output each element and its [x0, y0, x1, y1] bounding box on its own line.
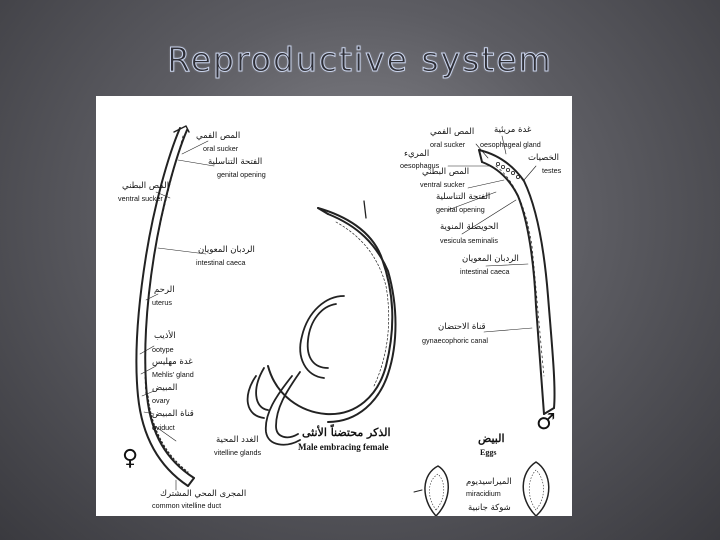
male-oesophageal-gland-en: oesophageal gland: [480, 141, 541, 148]
slide-title: Reproductive system: [0, 40, 720, 79]
eggs-lateral-spine-ar: شوكة جانبية: [468, 504, 511, 513]
male-testes-en: testes: [542, 167, 561, 174]
female-oral-sucker-ar: المص الفمي: [196, 132, 240, 141]
schistosoma-figure: المص الفمي oral sucker الفتحة التناسلية …: [96, 96, 572, 516]
male-gynaecophoric-canal-ar: قناة الاحتضان: [438, 323, 486, 332]
couple-caption-en: Male embracing female: [298, 442, 388, 452]
female-ventral-sucker-ar: المص البطني: [122, 182, 169, 191]
female-intestinal-caeca-ar: الردبان المعويان: [198, 246, 255, 255]
female-mehlis-gland-ar: غدة مهليس: [152, 358, 193, 367]
male-oesophageal-gland-ar: غدة مريئية: [494, 126, 531, 135]
male-intestinal-caeca-ar: الردبان المعويان: [462, 255, 519, 264]
male-oral-sucker-ar: المص الفمي: [430, 128, 474, 137]
female-oral-sucker-en: oral sucker: [203, 145, 238, 152]
male-oral-sucker-en: oral sucker: [430, 141, 465, 148]
female-oviduct-en: oviduct: [152, 424, 175, 431]
male-gynaecophoric-canal-en: gynaecophoric canal: [422, 337, 488, 344]
female-genital-opening-ar: الفتحة التناسلية: [208, 158, 262, 167]
female-common-vitelline-duct-en: common vitelline duct: [152, 502, 221, 509]
eggs-caption-ar: البيض: [478, 432, 505, 445]
male-worm: [479, 150, 555, 414]
male-intestinal-caeca-en: intestinal caeca: [460, 268, 510, 275]
female-genital-opening-en: genital opening: [217, 171, 266, 178]
female-uterus-en: uterus: [152, 299, 172, 306]
male-testes-ar: الخصيات: [528, 154, 559, 163]
eggs-caption-en: Eggs: [480, 448, 496, 457]
male-oesophagus-ar: المريء: [404, 150, 429, 159]
female-ovary-ar: المبيض: [152, 384, 177, 393]
female-common-vitelline-duct-ar: المجرى المحي المشترك: [160, 490, 246, 499]
male-genital-opening-ar: الفتحة التناسلية: [436, 193, 490, 202]
male-ventral-sucker-ar: المص البطني: [422, 168, 469, 177]
female-ootype-en: ootype: [152, 346, 174, 353]
male-symbol-icon: ♂: [536, 412, 556, 434]
female-uterus-ar: الرحم: [154, 286, 175, 295]
male-ventral-sucker-en: ventral sucker: [420, 181, 465, 188]
male-genital-opening-en: genital opening: [436, 206, 485, 213]
female-oviduct-ar: قناة المبيض: [152, 410, 194, 419]
couple-caption-ar: الذكر محتضناً الأنثى: [302, 426, 391, 439]
male-vesicula-seminalis-en: vesicula seminalis: [440, 237, 498, 244]
eggs-miracidium-ar: الميراسيديوم: [466, 478, 512, 487]
female-symbol-icon: ♀: [122, 448, 138, 470]
couple-worms: [248, 201, 396, 445]
female-ovary-en: ovary: [152, 397, 170, 404]
male-vesicula-seminalis-ar: الحويصلة المنوية: [440, 223, 498, 232]
female-vitelline-glands-ar: الغدد المحية: [216, 436, 258, 445]
eggs-miracidium-en: miracidium: [466, 490, 501, 497]
female-ootype-ar: الأذيب: [154, 332, 176, 341]
female-vitelline-glands-en: vitelline glands: [214, 449, 261, 456]
female-ventral-sucker-en: ventral sucker: [118, 195, 163, 202]
female-intestinal-caeca-en: intestinal caeca: [196, 259, 246, 266]
female-mehlis-gland-en: Mehlis' gland: [152, 371, 194, 378]
